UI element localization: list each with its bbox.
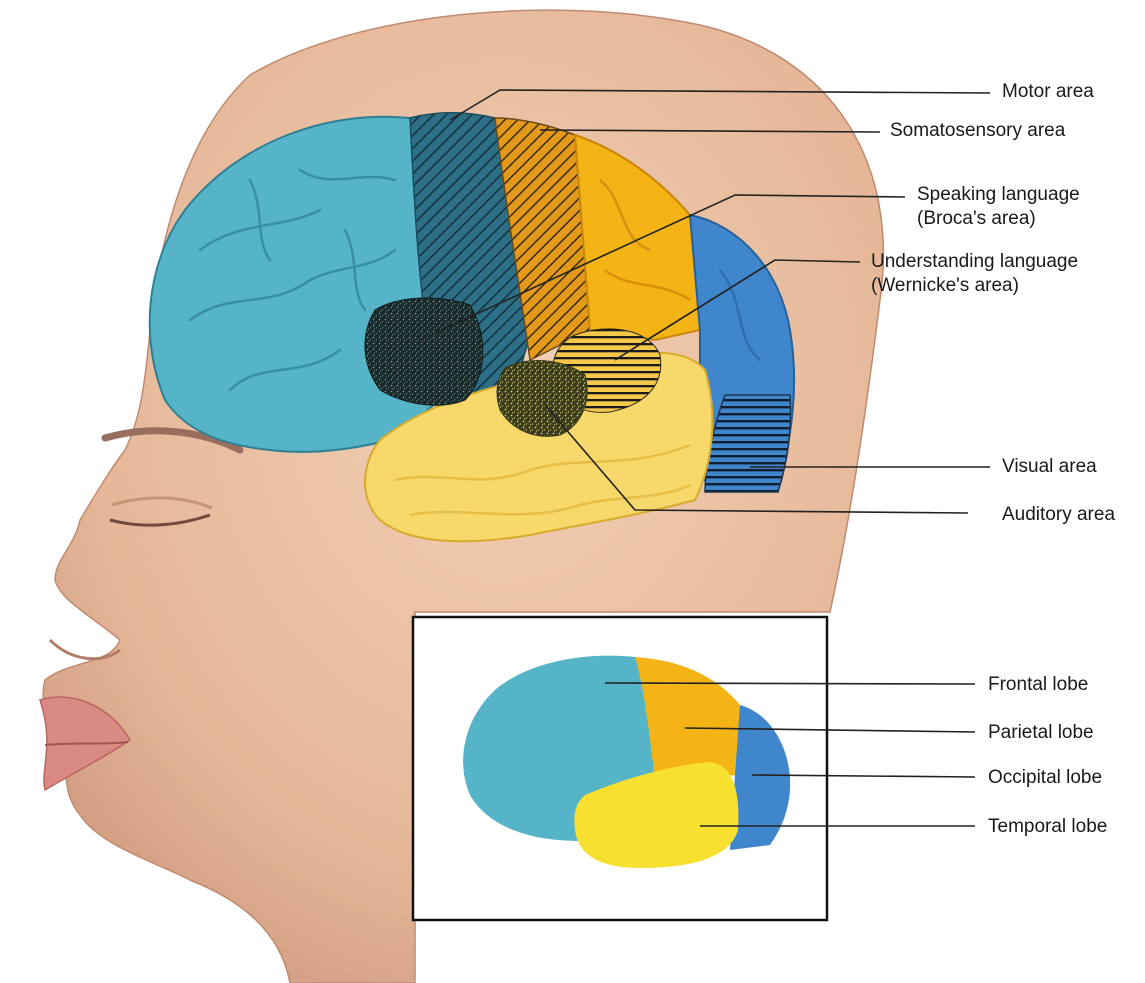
label-somatosensory-area: Somatosensory area [890,119,1065,143]
label-wernicke-line1: Understanding language [871,250,1078,274]
label-temporal-lobe: Temporal lobe [988,815,1107,839]
label-parietal-lobe: Parietal lobe [988,721,1094,745]
label-occipital-lobe: Occipital lobe [988,766,1102,790]
label-wernicke-line2: (Wernicke's area) [871,274,1078,298]
label-auditory-area: Auditory area [1002,503,1115,527]
broca-area [365,298,483,405]
label-visual-area: Visual area [1002,455,1097,479]
leader-frontal [605,683,975,684]
label-wernicke-area: Understanding language (Wernicke's area) [871,250,1078,298]
label-broca-line2: (Broca's area) [917,207,1080,231]
label-motor-area: Motor area [1002,80,1094,104]
nostril [50,640,120,659]
label-broca-area: Speaking language (Broca's area) [917,183,1080,231]
label-broca-line1: Speaking language [917,183,1080,207]
label-frontal-lobe: Frontal lobe [988,673,1088,697]
